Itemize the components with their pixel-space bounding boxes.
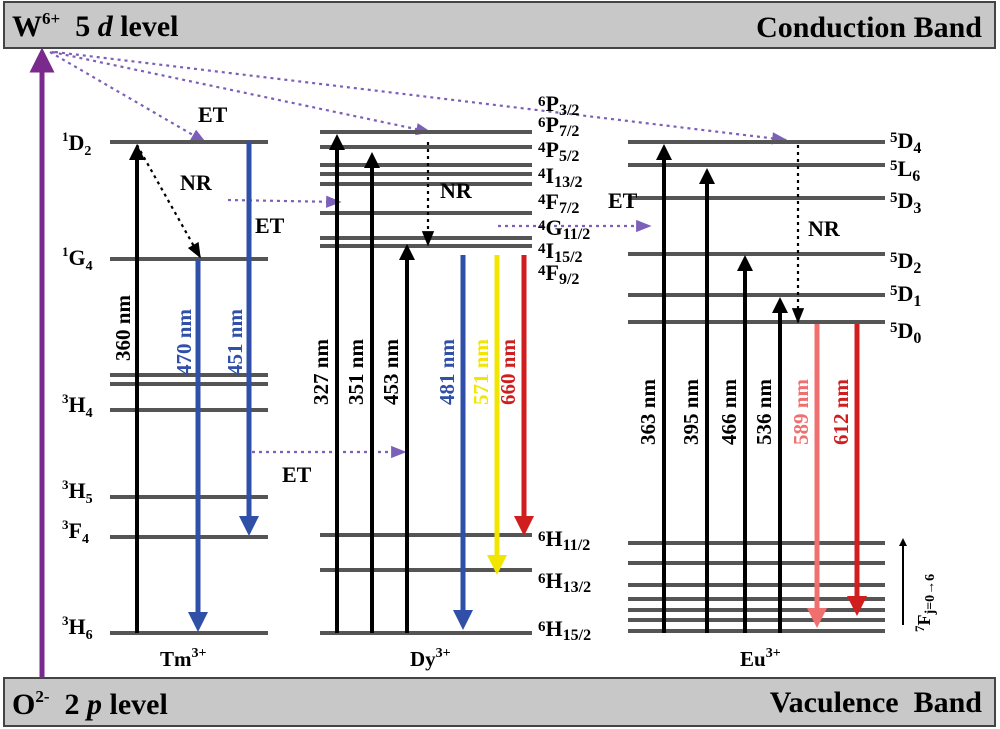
dy-ion-label: Dy3+ [410, 646, 451, 671]
et-label: ET [282, 462, 312, 487]
tm-label-1g4: 1G4 [62, 244, 93, 274]
dy-label-6p72: 6P7/2 [538, 112, 579, 140]
et-arrow-to-dy [51, 50, 432, 136]
tm-label-3h4: 3H4 [62, 391, 93, 421]
dy-453-label: 453 nm [379, 339, 403, 405]
et-transfer-arrows [49, 50, 788, 459]
conduction-band [3, 1, 996, 49]
eu-levels [628, 140, 885, 324]
dy-label-6h112: 6H11/2 [538, 526, 590, 554]
valence-band [3, 677, 996, 727]
eu-363-label: 363 nm [636, 379, 660, 445]
nr-label: NR [440, 178, 473, 203]
eu-label-5l6: 5L6 [890, 156, 920, 185]
et-label: ET [255, 213, 285, 238]
dy-label-4i132: 4I13/2 [538, 163, 583, 191]
dy-label-6p32: 6P3/2 [538, 91, 579, 119]
tm-ion-label: Tm3+ [160, 646, 207, 671]
eu-ion-label: Eu3+ [740, 646, 781, 671]
dy-label-4i152: 4I15/2 [538, 238, 583, 266]
o2-level-label: O2- 2 p level [12, 687, 168, 721]
dy-label-4f92: 4F9/2 [538, 260, 579, 288]
et-arrow-to-tm [49, 51, 207, 143]
eu-label-5d1: 5D1 [890, 281, 921, 310]
nr-label: NR [180, 170, 213, 195]
tm-label-1d2: 1D2 [62, 129, 91, 159]
eu-label-5d3: 5D3 [890, 188, 921, 217]
tm-label-3h6: 3H6 [62, 613, 93, 643]
eu-level-labels: 5D4 5L6 5D3 5D2 5D1 5D0 [890, 128, 921, 347]
dy-label-4p52: 4P5/2 [538, 137, 579, 165]
eu-589-label: 589 nm [789, 379, 813, 445]
dy-label-4f72: 4F7/2 [538, 189, 579, 217]
eu-7fj-label: 7Fj=0→6 [912, 574, 938, 632]
conduction-band-label: Conduction Band [756, 11, 982, 44]
eu-612-label: 612 nm [829, 379, 853, 445]
eu-label-5d0: 5D0 [890, 318, 921, 347]
dy-label-6h132: 6H13/2 [538, 568, 591, 596]
eu-395-label: 395 nm [679, 379, 703, 445]
nr-label: NR [808, 216, 841, 241]
et-label: ET [198, 102, 228, 127]
dy-327-label: 327 nm [309, 339, 333, 405]
tm-470-label: 470 nm [172, 309, 196, 375]
eu-536-label: 536 nm [752, 379, 776, 445]
valence-band-label: Vaculence Band [770, 686, 983, 719]
eu-ground-manifold [628, 541, 885, 633]
tm-levels [110, 140, 268, 635]
eu-label-5d4: 5D4 [890, 128, 921, 157]
dy-571-label: 571 nm [469, 339, 493, 405]
tm-level-labels: 1D2 1G4 3H4 3H5 3F4 3H6 [62, 129, 93, 643]
dy-481-label: 481 nm [435, 339, 459, 405]
process-labels: ET NR ET ET NR ET NR [180, 102, 841, 487]
dy-level-labels: 6P3/2 6P7/2 4P5/2 4I13/2 4F7/2 4G11/2 4I… [538, 91, 591, 644]
tm-nr-arrow [136, 144, 201, 259]
w6-level-label: W6+ 5 d level [12, 9, 179, 43]
tm-label-3f4: 3F4 [62, 517, 89, 547]
et-arrow-tm-dy-upper [227, 195, 342, 208]
tm-label-3h5: 3H5 [62, 477, 93, 507]
dy-351-label: 351 nm [344, 339, 368, 405]
transition-labels: 360 nm 470 nm 451 nm 327 nm 351 nm 453 n… [111, 295, 853, 445]
ion-labels: Tm3+ Dy3+ Eu3+ [160, 646, 781, 671]
tm-360-label: 360 nm [111, 295, 135, 361]
eu-466-label: 466 nm [717, 379, 741, 445]
dy-label-4g112: 4G11/2 [538, 215, 590, 243]
et-label: ET [608, 188, 638, 213]
dy-660-label: 660 nm [496, 339, 520, 405]
eu-label-5d2: 5D2 [890, 248, 921, 277]
et-arrow-to-eu [54, 50, 788, 145]
dy-label-6h152: 6H15/2 [538, 616, 591, 644]
tm-451-label: 451 nm [223, 309, 247, 375]
